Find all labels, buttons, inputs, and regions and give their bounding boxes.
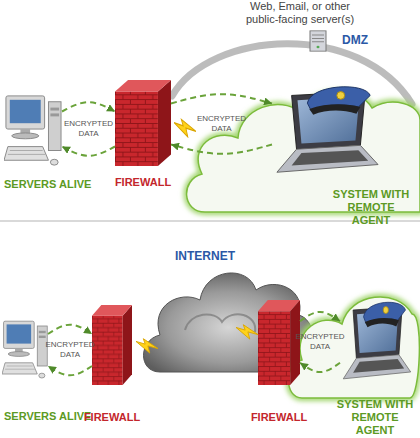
edge-label: ENCRYPTED DATA [294, 332, 346, 352]
edge-label: ENCRYPTED DATA [44, 340, 96, 360]
data-flow-arc [62, 147, 115, 156]
data-flow-arc [62, 102, 115, 111]
edge-label: ENCRYPTED DATA [196, 114, 248, 134]
data-flow-arc [171, 94, 272, 103]
edge-label: ENCRYPTED DATA [63, 119, 115, 139]
lightning-bolt [174, 119, 196, 137]
client-computer: SERVERS ALIVE [4, 92, 62, 170]
node-label: SYSTEM WITH REMOTE AGENT [332, 398, 418, 437]
node-label: INTERNET [130, 250, 280, 263]
data-connector [62, 102, 115, 156]
firewall-icon [115, 80, 171, 166]
data-flow-arc [171, 145, 272, 154]
node-label: DMZ [342, 34, 382, 47]
firewall: FIREWALL [258, 300, 300, 385]
node-label: FIREWALL [67, 411, 157, 424]
data-connector [171, 94, 272, 154]
node-label: FIREWALL [98, 176, 188, 189]
client-computer: SERVERS ALIVE [2, 318, 48, 382]
firewall-icon [92, 305, 132, 385]
data-flow-arc [48, 366, 92, 375]
laptop-icon [343, 302, 410, 379]
remote-laptop: SYSTEM WITH REMOTE AGENT [272, 82, 380, 178]
firewall: FIREWALL [115, 80, 171, 166]
node-label: FIREWALL [234, 411, 324, 424]
computer-icon [2, 321, 47, 378]
lightning-bolt [236, 325, 258, 339]
node-label: SYSTEM WITH REMOTE AGENT [328, 188, 414, 227]
firewall-icon [258, 300, 300, 385]
network-cloud [289, 297, 420, 398]
firewall: FIREWALL [92, 305, 132, 385]
laptop-icon [277, 87, 378, 172]
remote-laptop: SYSTEM WITH REMOTE AGENT [340, 298, 412, 384]
node-label: SERVERS ALIVE [4, 178, 104, 191]
node-label: Web, Email, or other public-facing serve… [235, 0, 365, 26]
data-flow-arc [300, 363, 340, 372]
computer-icon [4, 96, 61, 165]
lightning-bolt [136, 339, 158, 353]
server-icon [310, 31, 326, 51]
internet-cloud: INTERNET [150, 266, 300, 372]
data-flow-arc [48, 325, 92, 334]
data-flow-arc [300, 312, 340, 321]
dmz-server: Web, Email, or other public-facing serve… [306, 30, 330, 52]
